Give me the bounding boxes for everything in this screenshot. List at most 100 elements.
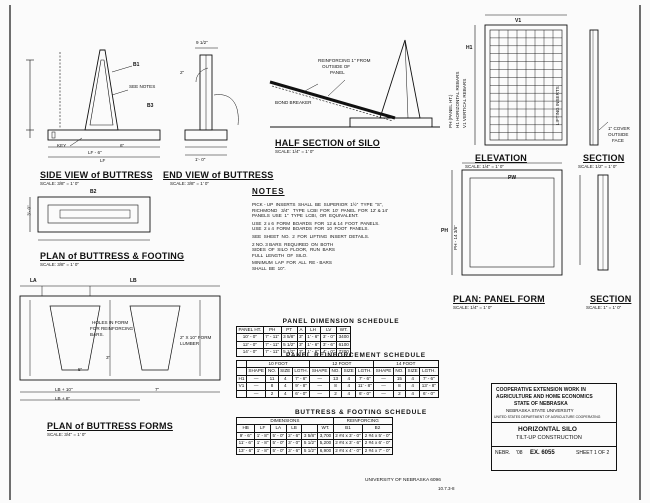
notes-heading: NOTES [252,187,285,196]
label-key: KEY [57,143,67,148]
table-cell [236,359,247,369]
table-cell: B2 [362,424,393,433]
end-view-scale: SCALE: 3/8" = 1' 0" [170,181,209,186]
table-cell [301,424,319,433]
table-cell: 6100 [336,340,352,350]
label-reinforcing-1: REINFORCING 1" FROM [318,58,371,63]
table-cell: 5 1/2" [280,340,298,350]
table-cell: 5 1/2" [301,439,319,448]
label-ph: PH [441,228,448,234]
table-cell: WT. [317,424,334,433]
section-top-scale: SCALE: 1/2" = 1' 0" [578,164,617,169]
table-cell: 10 FOOT [245,359,311,369]
table-cell: 7200 [336,348,352,357]
note-line: PANELS USE 1" TYPE LCBI, OR EQUIVALENT. [252,213,359,219]
table-cell: 3 5/8" [301,431,319,441]
end-view-title: END VIEW of BUTTRESS [163,170,274,180]
title-block-line3: STATE OF NEBRASKA [514,401,568,407]
table-row: 13' - 6"1' - 8"5' - 0"3' - 6"5 1/2"6,900… [235,446,393,456]
table-cell: — [373,382,394,391]
table-cell: WT. [336,325,352,335]
table-cell: REINFORCING [332,416,393,426]
table-cell: 1' - 8" [254,446,271,456]
table-cell: — [245,382,267,391]
label-holes-3: BARS. [90,332,104,337]
table-cell: 6' - 0" [419,389,439,399]
table-cell: 10' - 0" [236,333,264,342]
note-line: SEE SHEET NO. 2 FOR LIFTING INSERT DETAI… [252,233,370,239]
note-line: SIDES OF SILO FLOOR, RUN BARS [252,247,335,253]
elevation-drawing [474,14,568,146]
table-cell: DIMENSIONS [236,416,334,426]
table-cell: 1' - 8" [254,431,271,441]
table-cell: SIZE [277,367,293,376]
end-view-buttress-drawing [184,47,239,156]
label-cover-3: FACE [612,138,624,143]
plan-panel-form-scale: SCALE: 1/4" = 1' 0" [453,305,492,310]
label-lf: LF [100,158,106,163]
table-cell: 7' - 6" [355,374,375,384]
table-cell: 6,900 [317,446,334,456]
label-lb: LB [130,278,137,284]
table-cell: 4 [277,389,293,399]
label-holes-1: HOLES IN FORM [92,320,129,325]
table-cell: 6' - 0" [291,389,311,399]
plan-buttress-footing-drawing [29,196,151,241]
label-reinforcing-3: PANEL [330,70,345,75]
section-bottom-scale: SCALE: 1" = 1' 0" [586,305,622,310]
table-cell: LF [254,424,271,433]
label-cover-1: 1" COVER [608,126,630,131]
table-cell: 12' - 0" [236,340,264,350]
label-two-in: 2" [180,70,185,75]
section-top-drawing [589,29,609,146]
table-cell: NO. [328,367,343,376]
table-cell: LH [304,325,322,335]
title-block-sheet: SHEET 1 OF 2 [576,450,610,456]
table-cell: 7' - 11" [262,333,282,342]
label-holes-2: FOR REINFORCING [90,326,134,331]
table-cell: 7' - 6" [291,374,311,384]
table-cell: 5 1/2" [301,446,319,456]
section-bottom-title: SECTION [590,294,632,304]
table-cell: SHAPE [245,367,267,376]
label-panel-2: H1 HORIZONTAL REBARS [455,71,460,128]
label-lf-minus-6: LF - 6" [88,150,102,155]
label-lumber-2: LUMBER [180,341,200,346]
label-v1: V1 [515,18,522,24]
table-cell: 11' - 8" [355,382,375,391]
table-cell: V1 [236,382,247,391]
table-cell: 15 [392,374,407,384]
table-cell: 11 [265,374,279,384]
note-line: FULL LENGTH OF SILO. [252,252,308,258]
title-block-ref3: EX. 6055 [530,450,555,456]
panel-dimension-schedule-title: PANEL DIMENSION SCHEDULE [282,318,400,325]
label-pw: PW [508,175,517,181]
table-cell: A [296,325,306,335]
table-cell: SHAPE [309,367,330,376]
label-b3: B3 [147,103,154,109]
table-cell: 4 [341,382,357,391]
note-line: 2 NO. 3 BARS REQUIRED ON BOTH [252,241,334,247]
table-cell: 1' - 6" [304,333,322,342]
note-line: SHALL BE 10". [252,265,286,271]
table-cell: 1' - 6" [304,340,322,350]
title-block-ref1: NEBR. [495,450,511,456]
notes-list: PICK - UP INSERTS SHALL BE SUPERIOR 1½" … [252,202,388,272]
table-cell: LGTH. [291,367,311,376]
label-b1: B1 [133,62,140,68]
title-block-line1: COOPERATIVE EXTENSION WORK IN [496,387,586,393]
section-top-title: SECTION [583,153,625,163]
table-cell: 3' - 6" [320,340,338,350]
table-cell: 13' - 8" [419,382,439,391]
table-cell: 11' - 6" [235,439,256,448]
table-cell: 3,700 [317,431,334,441]
table-cell: LB [285,424,303,433]
